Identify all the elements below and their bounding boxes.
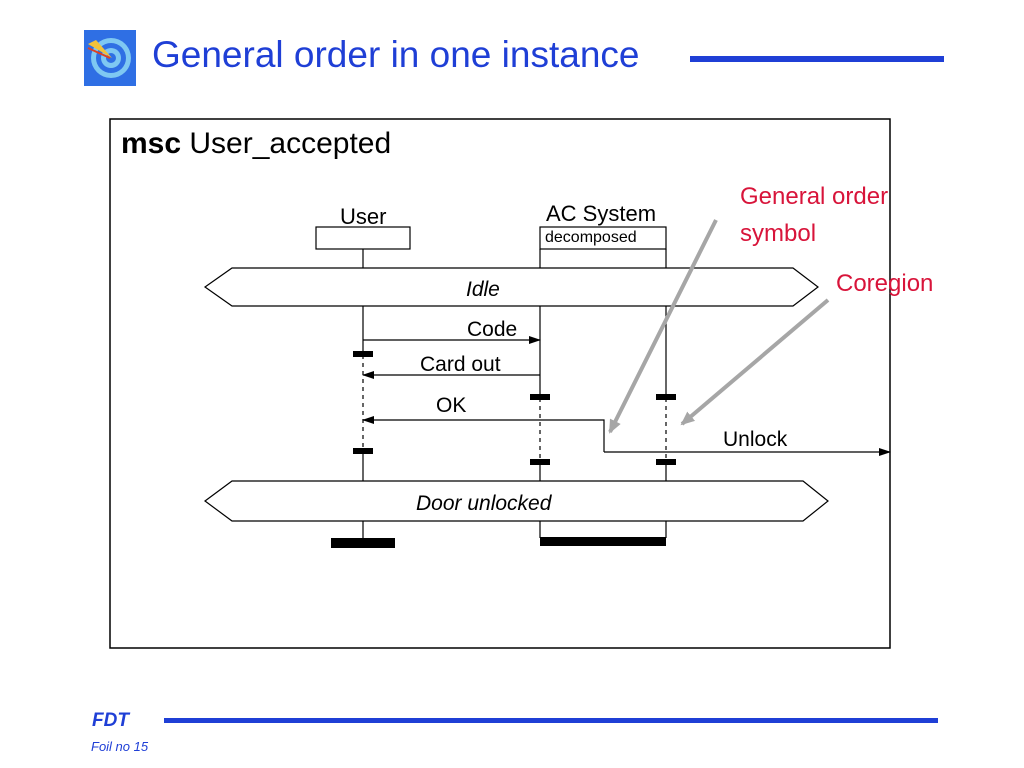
instance-head-ac-system <box>539 226 667 250</box>
message-label-card-out: Card out <box>420 353 501 376</box>
message-label-code: Code <box>467 318 518 341</box>
msc-frame <box>109 118 891 649</box>
message-label-unlock: Unlock <box>723 428 788 451</box>
footer-divider <box>164 718 938 723</box>
instance-name-user: User <box>340 204 387 229</box>
message-ok-arrow <box>362 416 605 452</box>
instance-end-user <box>331 538 395 548</box>
instance-name-ac-system: AC System <box>546 201 657 226</box>
msc-heading: msc User_accepted <box>121 127 391 161</box>
condition-idle <box>203 267 819 307</box>
footer-brand: FDT <box>92 710 129 731</box>
coregion-user <box>353 351 373 454</box>
annotation-general-order-line1: General order <box>740 183 889 210</box>
instance-head-user <box>315 226 411 250</box>
condition-label-door-unlocked: Door unlocked <box>416 492 552 515</box>
general-order-pointer <box>608 219 718 434</box>
condition-label-idle: Idle <box>466 278 500 301</box>
coregion-pointer <box>680 298 830 426</box>
title-divider <box>690 56 944 62</box>
annotation-coregion: Coregion <box>836 270 934 297</box>
message-label-ok: OK <box>436 394 467 417</box>
target-logo-icon <box>84 30 136 86</box>
condition-door-unlocked <box>203 480 829 522</box>
msc-keyword: msc <box>121 127 182 160</box>
page-title: General order in one instance <box>152 34 640 75</box>
annotation-general-order-line2: symbol <box>740 220 817 247</box>
footer-foil-number: Foil no 15 <box>91 739 149 754</box>
coregion-ac-left <box>530 394 550 465</box>
coregion-ac-right <box>656 394 676 465</box>
msc-name: User_accepted <box>189 127 392 160</box>
instance-end-ac-system <box>540 537 666 546</box>
instance-kind-decomposed: decomposed <box>545 229 637 246</box>
